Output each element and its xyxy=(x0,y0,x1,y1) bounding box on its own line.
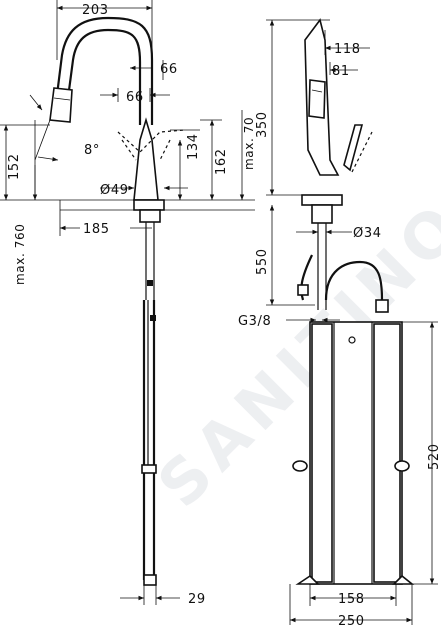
dim-158: 158 xyxy=(338,592,365,607)
dim-185: 185 xyxy=(83,222,110,237)
dim-134: 134 xyxy=(186,133,201,160)
dim-diameter-34: Ø34 xyxy=(353,226,382,241)
spout-outer xyxy=(55,16,154,125)
fitting-right xyxy=(394,460,410,472)
faucet-body xyxy=(133,117,159,201)
dim-diameter-49: Ø49 xyxy=(100,183,129,198)
dim-520: 520 xyxy=(427,443,441,470)
base-side xyxy=(301,194,343,206)
right-faucet-view: 118 81 350 550 Ø34 G3/8 520 158 xyxy=(238,18,441,629)
dim-max-760: max. 760 xyxy=(13,224,27,285)
dim-29: 29 xyxy=(188,592,206,607)
spray-head xyxy=(49,87,73,123)
dim-118: 118 xyxy=(334,42,361,57)
hose-loop-right xyxy=(324,260,384,301)
spray-head-side xyxy=(308,79,326,119)
dim-203: 203 xyxy=(82,3,109,18)
dim-g3-8: G3/8 xyxy=(238,314,271,329)
dim-66-upper: 66 xyxy=(160,62,178,77)
dim-8-degrees: 8° xyxy=(84,143,100,158)
dim-max-70: max. 70 xyxy=(242,117,256,170)
hose-loop-left xyxy=(300,254,313,301)
base-rosette xyxy=(133,199,165,211)
dim-66-lower: 66 xyxy=(126,90,144,105)
dim-81: 81 xyxy=(332,64,350,79)
dim-162: 162 xyxy=(214,148,229,175)
dim-550: 550 xyxy=(255,248,270,275)
dim-250: 250 xyxy=(338,614,365,629)
handle-side xyxy=(343,124,364,172)
handle-swing-dashed xyxy=(117,129,186,153)
fitting-left xyxy=(292,460,308,472)
dim-350: 350 xyxy=(255,111,270,138)
dim-152: 152 xyxy=(7,153,22,180)
spout-inner xyxy=(66,28,142,125)
left-faucet-view: 203 66 66 8° 152 max. 760 134 162 xyxy=(0,0,256,607)
